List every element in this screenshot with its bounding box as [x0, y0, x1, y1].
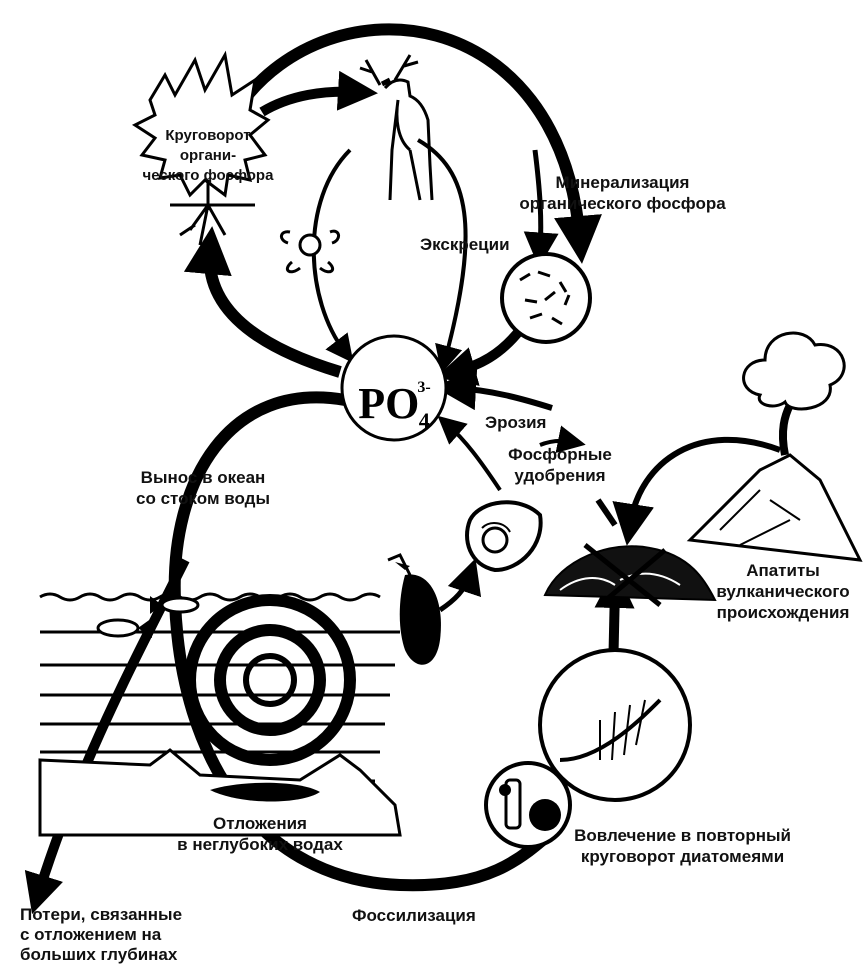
erosion-label: Эрозия	[485, 412, 546, 433]
seabird-icon	[388, 555, 441, 665]
fertilizer-to-rocks	[598, 500, 615, 525]
bird-to-guano-arrow	[440, 575, 470, 610]
deer-icon	[360, 55, 432, 200]
erosion-arrow	[455, 388, 552, 408]
phosphate-charge: 3-	[417, 379, 430, 396]
fertilizers-label: Фосфорные удобрения	[500, 444, 620, 486]
phosphate-subscript: 4	[419, 408, 430, 433]
guano-to-po4-arrow	[448, 425, 500, 490]
phosphate-label: PO3- 4	[338, 346, 450, 430]
diatoms-label: Вовлечение в повторный круговорот диатом…	[565, 825, 800, 867]
fungus-icon	[281, 231, 338, 272]
losses-label: Потери, связанные с отложением на больши…	[20, 905, 250, 965]
apatites-label: Апатиты вулканического происхождения	[703, 560, 863, 623]
plant-to-deer-arrow	[262, 92, 358, 112]
diatom-circles	[486, 650, 690, 847]
bacteria-icon	[502, 254, 590, 342]
shallow-deposits-label: Отложения в неглубоких водах	[160, 813, 360, 855]
guano-icon	[467, 502, 541, 570]
excretion-label: Экскреции	[420, 234, 510, 255]
phosphate-formula: PO	[358, 379, 419, 428]
ocean-spiral	[190, 600, 350, 760]
bacteria-to-po4-arrow	[455, 330, 520, 372]
phosphate-rock-pile	[545, 545, 715, 605]
organic-cycle-label: Круговорот органи- ческого фосфора	[138, 126, 278, 186]
mineralization-label: Минерализация органического фосфора	[495, 172, 750, 214]
fossilization-label: Фоссилизация	[352, 905, 476, 926]
runoff-label: Вынос в океан со стоком воды	[118, 467, 288, 509]
